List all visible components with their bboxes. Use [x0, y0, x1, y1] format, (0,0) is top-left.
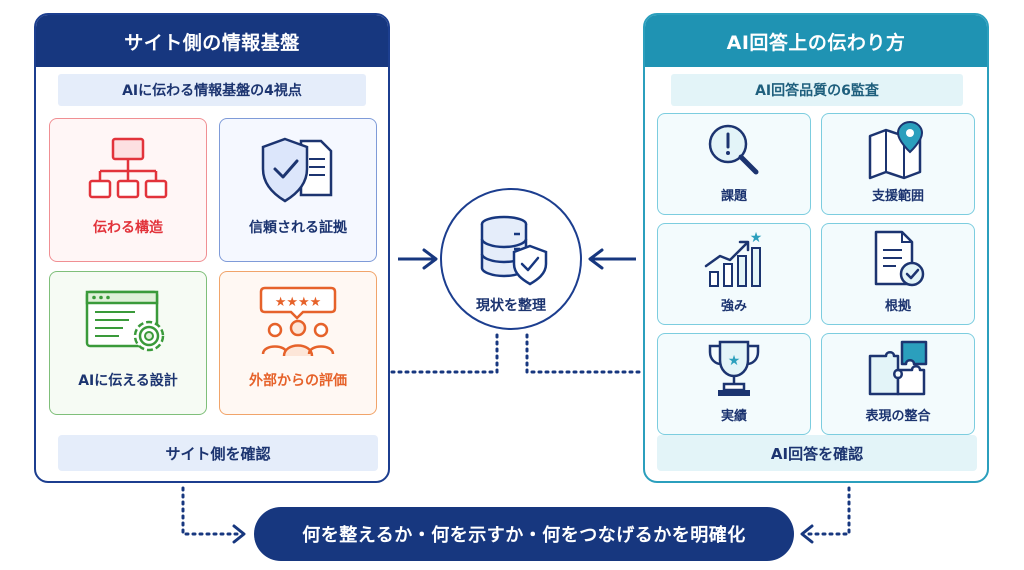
window-gear-icon: [85, 290, 165, 352]
shield-document-icon: [261, 137, 333, 203]
svg-text:★★★★: ★★★★: [275, 295, 322, 310]
magnifier-alert-icon: [708, 124, 759, 175]
card-label-achievement: 実績: [720, 409, 747, 424]
dotted-right-to-conclusion: [806, 486, 851, 536]
card-basis: 根拠: [821, 223, 975, 325]
review-people-icon: ★★★★: [259, 286, 337, 357]
panel-title-right: AI回答上の伝わり方: [645, 15, 987, 67]
card-design: AIに伝える設計: [49, 271, 207, 415]
card-label-structure: 伝わる構造: [93, 220, 163, 236]
dotted-center-left: [390, 333, 499, 374]
database-shield-icon: [480, 215, 548, 286]
card-evidence: 信頼される証拠: [219, 118, 377, 262]
card-consistency: 表現の整合: [821, 333, 975, 435]
hierarchy-icon: [88, 137, 168, 199]
ai-answer-panel: AI回答上の伝わり方 AI回答品質の6監査 課題 支援範囲 ★: [643, 13, 989, 483]
subtitle-left: AIに伝わる情報基盤の4視点: [58, 74, 366, 106]
card-strength: ★ 強み: [657, 223, 811, 325]
card-label-strength: 強み: [720, 299, 747, 314]
svg-text:★: ★: [750, 230, 763, 246]
growth-chart-icon: ★: [704, 230, 763, 287]
center-summary-circle: 現状を整理: [440, 188, 582, 330]
center-label: 現状を整理: [476, 298, 546, 314]
conclusion-banner: 何を整えるか・何を示すか・何をつなげるかを明確化: [254, 507, 794, 561]
check-site-bar: サイト側を確認: [58, 435, 378, 471]
card-label-evidence: 信頼される証拠: [249, 220, 347, 236]
card-label-basis: 根拠: [884, 299, 911, 314]
document-check-icon: [874, 230, 925, 287]
card-label-reputation: 外部からの評価: [249, 373, 347, 389]
check-ai-bar: AI回答を確認: [657, 435, 977, 471]
trophy-icon: ★: [708, 340, 760, 396]
card-label-scope: 支援範囲: [871, 189, 924, 204]
dotted-center-right: [525, 333, 642, 374]
card-reputation: ★★★★ 外部からの評価: [219, 271, 377, 415]
subtitle-right: AI回答品質の6監査: [671, 74, 963, 106]
svg-text:★: ★: [728, 353, 741, 369]
card-label-consistency: 表現の整合: [865, 409, 931, 424]
panel-title-left: サイト側の情報基盤: [36, 15, 388, 67]
card-achievement: ★ 実績: [657, 333, 811, 435]
card-structure: 伝わる構造: [49, 118, 207, 262]
card-label-issue: 課題: [720, 189, 747, 204]
card-label-design: AIに伝える設計: [78, 373, 178, 389]
dotted-left-to-conclusion: [181, 486, 240, 536]
puzzle-icon: [868, 340, 928, 396]
card-scope: 支援範囲: [821, 113, 975, 215]
map-pin-icon: [868, 120, 924, 180]
site-foundation-panel: サイト側の情報基盤 AIに伝わる情報基盤の4視点 伝わる構造 信頼される証拠: [34, 13, 390, 483]
card-issue: 課題: [657, 113, 811, 215]
